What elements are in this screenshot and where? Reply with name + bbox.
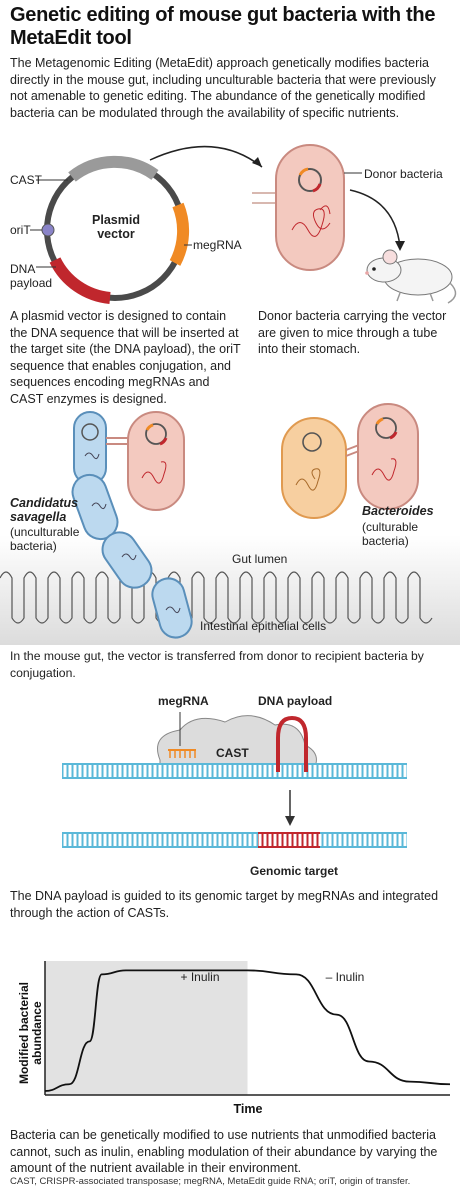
intro-text: The Metagenomic Editing (MetaEdit) appro…	[10, 56, 436, 120]
payload-segment	[49, 257, 111, 304]
savagella-chain	[71, 411, 193, 639]
donor-bacteria-label: Donor bacteria	[364, 167, 443, 181]
footnote: CAST, CRISPR-associated transposase; meg…	[10, 1176, 411, 1187]
panel2-caption: In the mouse gut, the vector is transfer…	[10, 649, 424, 680]
mouse-illustration	[365, 249, 457, 304]
donor-bacterium-3	[357, 403, 419, 510]
plasmid-vector-label: Plasmid vector	[92, 213, 140, 241]
x-axis-label: Time	[234, 1102, 263, 1116]
gut-lumen-label: Gut lumen	[232, 552, 288, 566]
orit-label: oriT	[10, 223, 31, 237]
bacteroides-name: Bacteroides	[362, 504, 434, 518]
region-label-minus-inulin: – Inulin	[326, 970, 365, 984]
panel1-diagram	[30, 144, 457, 304]
donor-bacterium-2	[127, 411, 185, 511]
megrna-label-3: megRNA	[158, 694, 209, 708]
region-label-plus-inulin: + Inulin	[180, 970, 219, 984]
candidatus-name: Candidatus savagella	[10, 496, 79, 524]
orit-dot	[41, 223, 55, 237]
payload-loop	[276, 715, 308, 772]
genomic-target-insert	[258, 833, 320, 847]
abundance-chart: + Inulin – Inulin Time	[44, 961, 451, 1116]
donor-bacterium	[275, 144, 345, 271]
dna-strand-top	[62, 764, 407, 778]
panel2-diagram	[0, 403, 460, 645]
megrna-label: megRNA	[193, 238, 242, 252]
inulin-shaded-region	[45, 961, 248, 1095]
bacteroides-bacterium	[281, 417, 347, 519]
dna-strand-bottom	[62, 833, 407, 847]
cast-label-3: CAST	[216, 746, 249, 760]
genomic-target-label: Genomic target	[250, 864, 339, 878]
donor-plasmid-icon	[298, 168, 322, 192]
panel3-diagram	[62, 712, 407, 848]
intestinal-villi	[0, 571, 433, 624]
dna-payload-label-3: DNA payload	[258, 694, 333, 708]
abundance-series-line	[44, 969, 451, 1092]
panel1-caption-right: Donor bacteria carrying the vector are g…	[258, 309, 447, 356]
donor-chromosome	[291, 205, 331, 237]
epithelial-label: Intestinal epithelial cells	[200, 619, 327, 633]
megrna-segment	[169, 202, 190, 266]
megrna-guide	[168, 749, 196, 758]
page-title: Genetic editing of mouse gut bacteria wi…	[10, 4, 436, 49]
bacteroides-note: (culturable bacteria)	[362, 520, 419, 548]
chart-caption: Bacteria can be genetically modified to …	[10, 1128, 438, 1175]
panel3-caption: The DNA payload is guided to its genomic…	[10, 889, 439, 920]
panel1-caption-left: A plasmid vector is designed to contain …	[10, 309, 241, 406]
candidatus-note: (unculturable bacteria)	[10, 525, 80, 553]
cast-segment	[68, 155, 159, 182]
dna-payload-label: DNA payload	[10, 262, 53, 290]
y-axis-label: Modified bacterial abundance	[17, 981, 44, 1085]
cast-label: CAST	[10, 173, 43, 187]
